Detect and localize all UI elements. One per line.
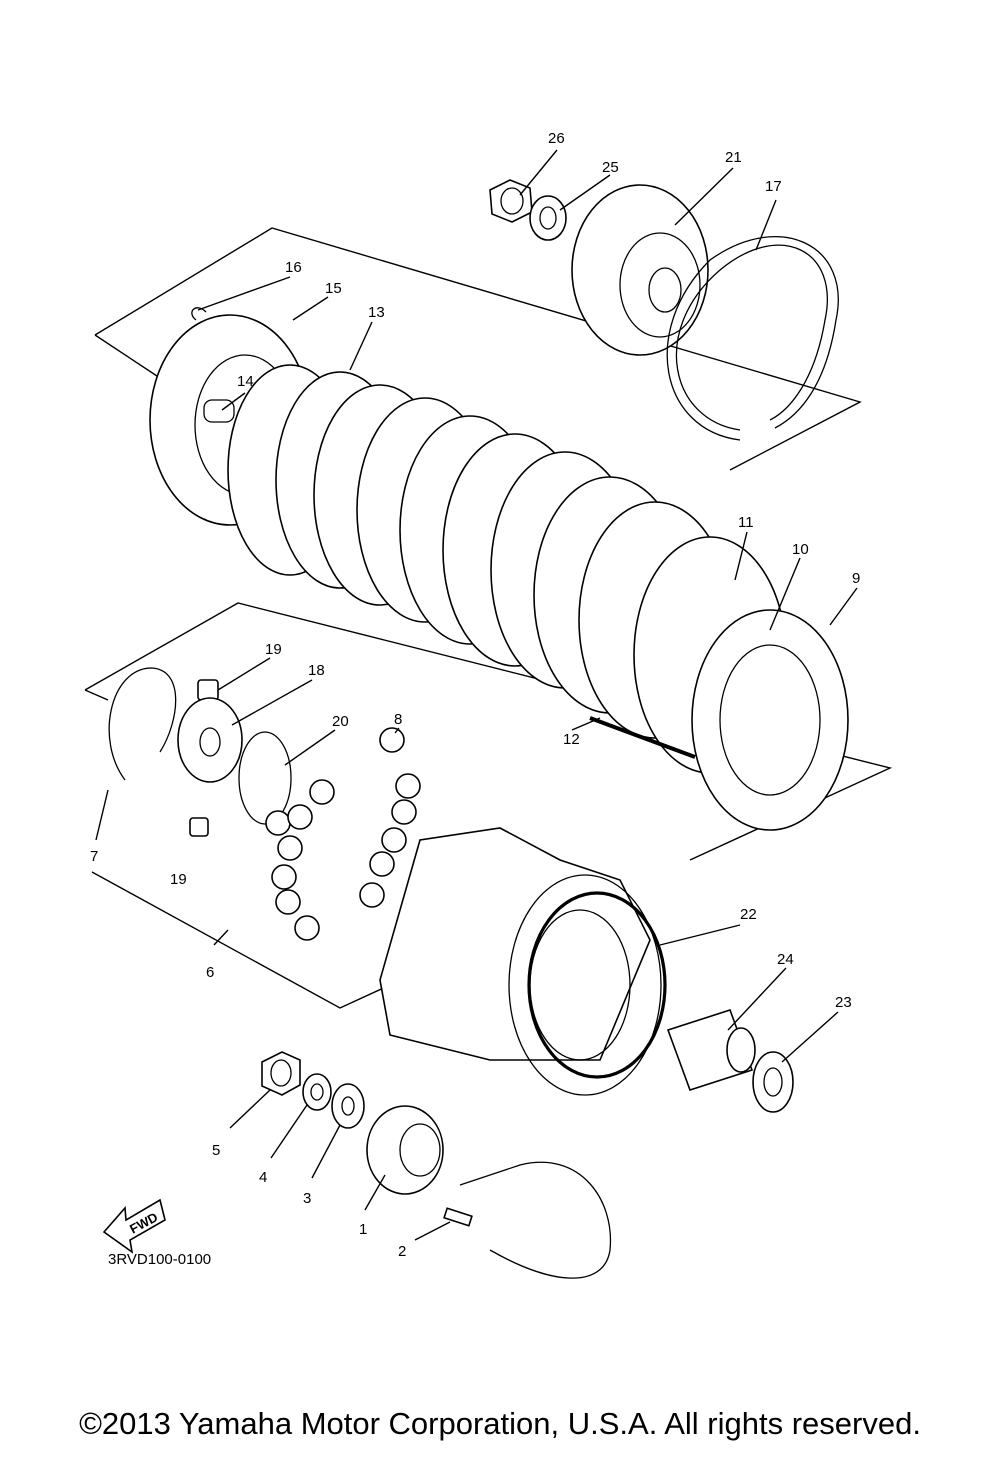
o-ring-22 [527,891,667,1079]
clutch-boss-21 [571,184,709,356]
callout-12: 12 [563,731,580,748]
callout-9: 9 [852,570,860,587]
callout-23: 23 [835,994,852,1011]
callout-7: 7 [90,848,98,865]
callout-13: 13 [368,304,385,321]
callout-19a: 19 [265,641,282,658]
leader-lines [95,149,858,1241]
callout-18: 18 [308,662,325,679]
callout-25: 25 [602,159,619,176]
callout-5: 5 [212,1142,220,1159]
primary-gear-1 [366,1105,444,1195]
callout-19b: 19 [170,871,187,888]
callout-6: 6 [206,964,214,981]
diagram-code: 3RVD100-0100 [108,1251,211,1268]
circlip-7 [108,667,177,781]
callout-15: 15 [325,280,342,297]
ring-20 [238,731,292,825]
washer-3 [331,1083,365,1129]
callout-2: 2 [398,1243,406,1260]
key-2 [443,1207,473,1227]
callout-11: 11 [738,514,754,531]
callout-labels: 26 25 21 17 16 15 13 14 11 10 9 19 18 20… [90,130,860,1260]
callout-14: 14 [237,373,254,390]
spring-14 [203,399,235,423]
pin-19a [197,679,219,701]
group-outline-upper [94,227,862,471]
washer-4 [302,1073,332,1111]
callout-26: 26 [548,130,565,147]
callout-16: 16 [285,259,302,276]
clip-16 [191,307,207,321]
clutch-plate-stack [227,364,849,831]
circlip-17 [666,236,839,441]
fwd-arrow-icon: FWD [102,1198,166,1254]
balls-8 [265,727,421,941]
callout-10: 10 [792,541,809,558]
push-rod-12 [589,716,696,759]
callout-4: 4 [259,1169,267,1186]
callout-21: 21 [725,149,742,166]
pin-19b [189,817,209,837]
clutch-housing-6 [379,827,662,1096]
callout-24: 24 [777,951,794,968]
nut-5 [261,1051,301,1096]
cam-18 [177,697,243,783]
callout-3: 3 [303,1190,311,1207]
washer-25 [529,195,567,241]
washer-23 [752,1051,794,1113]
callout-20: 20 [332,713,349,730]
callout-22: 22 [740,906,757,923]
callout-8: 8 [394,711,402,728]
callout-17: 17 [765,178,782,195]
spacer-24 [666,1009,756,1091]
crankshaft [459,1161,612,1279]
copyright-footer: ©2013 Yamaha Motor Corporation, U.S.A. A… [79,1406,921,1441]
nut-26 [489,179,533,223]
callout-1: 1 [359,1221,367,1238]
